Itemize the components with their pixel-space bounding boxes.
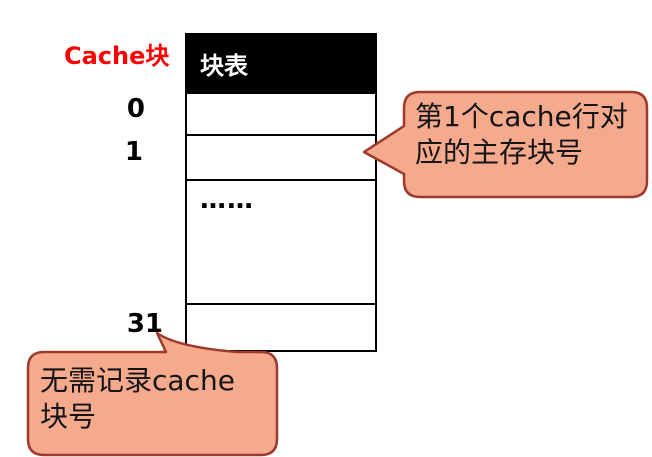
row-label-31: 31 bbox=[126, 309, 163, 339]
block-table-header: 块表 bbox=[187, 35, 375, 92]
table-row-31 bbox=[187, 303, 375, 350]
top-callout-text: 第1个cache行对 应的主存块号 bbox=[415, 99, 628, 171]
bottom-callout-line2: 块号 bbox=[40, 400, 97, 433]
bottom-callout-text: 无需记录cache 块号 bbox=[40, 363, 235, 435]
table-row-1 bbox=[187, 134, 375, 179]
row-label-1: 1 bbox=[124, 137, 143, 167]
table-row-0 bbox=[187, 92, 375, 134]
bottom-callout-line1: 无需记录cache bbox=[40, 364, 235, 397]
top-callout-line1: 第1个cache行对 bbox=[415, 100, 628, 133]
top-callout-line2: 应的主存块号 bbox=[415, 136, 584, 169]
table-row-ellipsis: …… bbox=[187, 179, 375, 303]
cache-block-label: Cache块 bbox=[64, 42, 170, 70]
row-label-0: 0 bbox=[126, 94, 145, 124]
block-table: 块表 …… bbox=[185, 33, 377, 352]
